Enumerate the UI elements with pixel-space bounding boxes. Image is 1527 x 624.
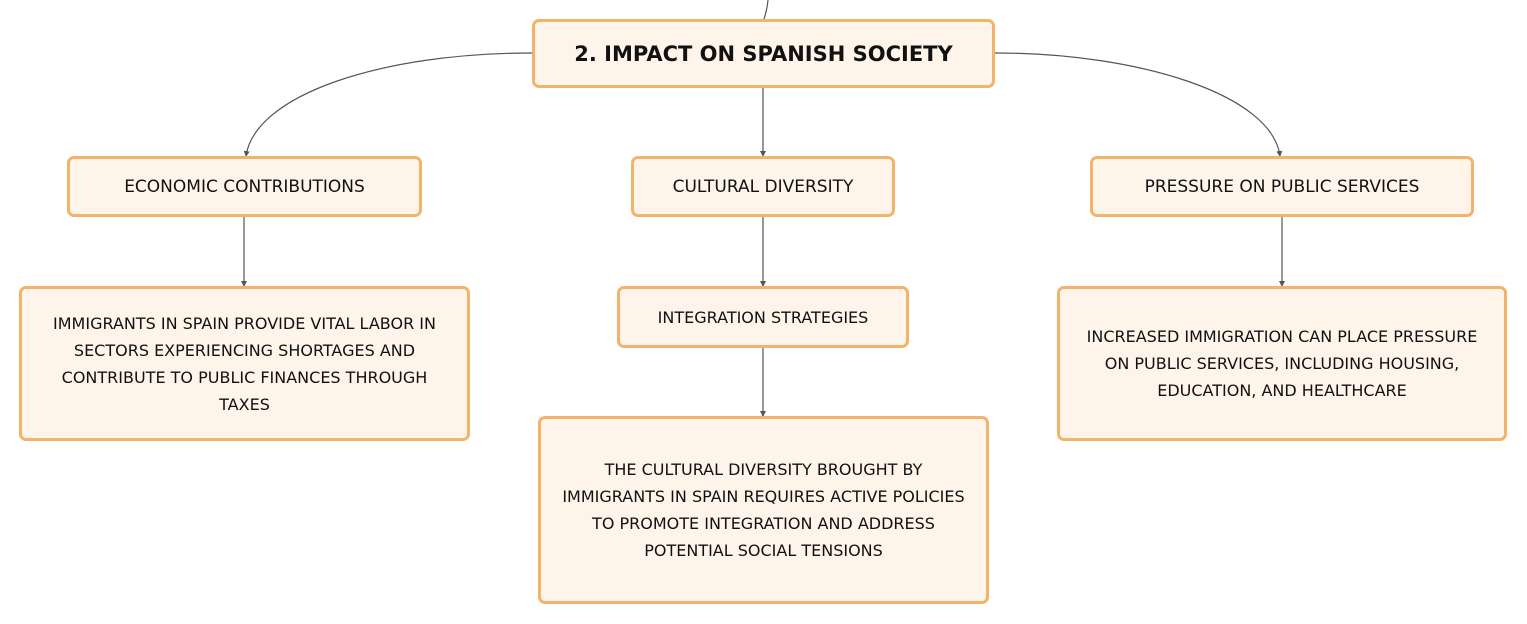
connector-root-to-economic [243, 52, 533, 157]
topic-label-cultural-diversity: CULTURAL DIVERSITY [672, 176, 854, 197]
detail-text-economic-contributions: IMMIGRANTS IN SPAIN PROVIDE VITAL LABOR … [53, 313, 436, 414]
detail-node-economic-contributions[interactable]: IMMIGRANTS IN SPAIN PROVIDE VITAL LABOR … [19, 286, 470, 441]
detail-node-pressure-on-public-services[interactable]: INCREASED IMMIGRATION CAN PLACE PRESSURE… [1057, 286, 1507, 441]
subtopic-label-integration-strategies: INTEGRATION STRATEGIES [657, 307, 869, 327]
detail-node-cultural-diversity[interactable]: THE CULTURAL DIVERSITY BROUGHT BY IMMIGR… [538, 416, 989, 604]
topic-node-cultural-diversity[interactable]: CULTURAL DIVERSITY [631, 156, 895, 217]
detail-text-pressure-on-public-services: INCREASED IMMIGRATION CAN PLACE PRESSURE… [1086, 327, 1478, 400]
root-node-label: 2. IMPACT ON SPANISH SOCIETY [574, 41, 953, 66]
detail-text-cultural-diversity: THE CULTURAL DIVERSITY BROUGHT BY IMMIGR… [562, 460, 965, 560]
subtopic-node-integration-strategies[interactable]: INTEGRATION STRATEGIES [617, 286, 909, 348]
topic-label-pressure-on-public-services: PRESSURE ON PUBLIC SERVICES [1144, 176, 1420, 197]
connector-root-to-pressure [994, 52, 1283, 157]
connector-parent-to-root [763, 0, 769, 20]
topic-label-economic-contributions: ECONOMIC CONTRIBUTIONS [124, 176, 365, 197]
topic-node-economic-contributions[interactable]: ECONOMIC CONTRIBUTIONS [67, 156, 422, 217]
topic-node-pressure-on-public-services[interactable]: PRESSURE ON PUBLIC SERVICES [1090, 156, 1474, 217]
root-node[interactable]: 2. IMPACT ON SPANISH SOCIETY [532, 19, 995, 88]
